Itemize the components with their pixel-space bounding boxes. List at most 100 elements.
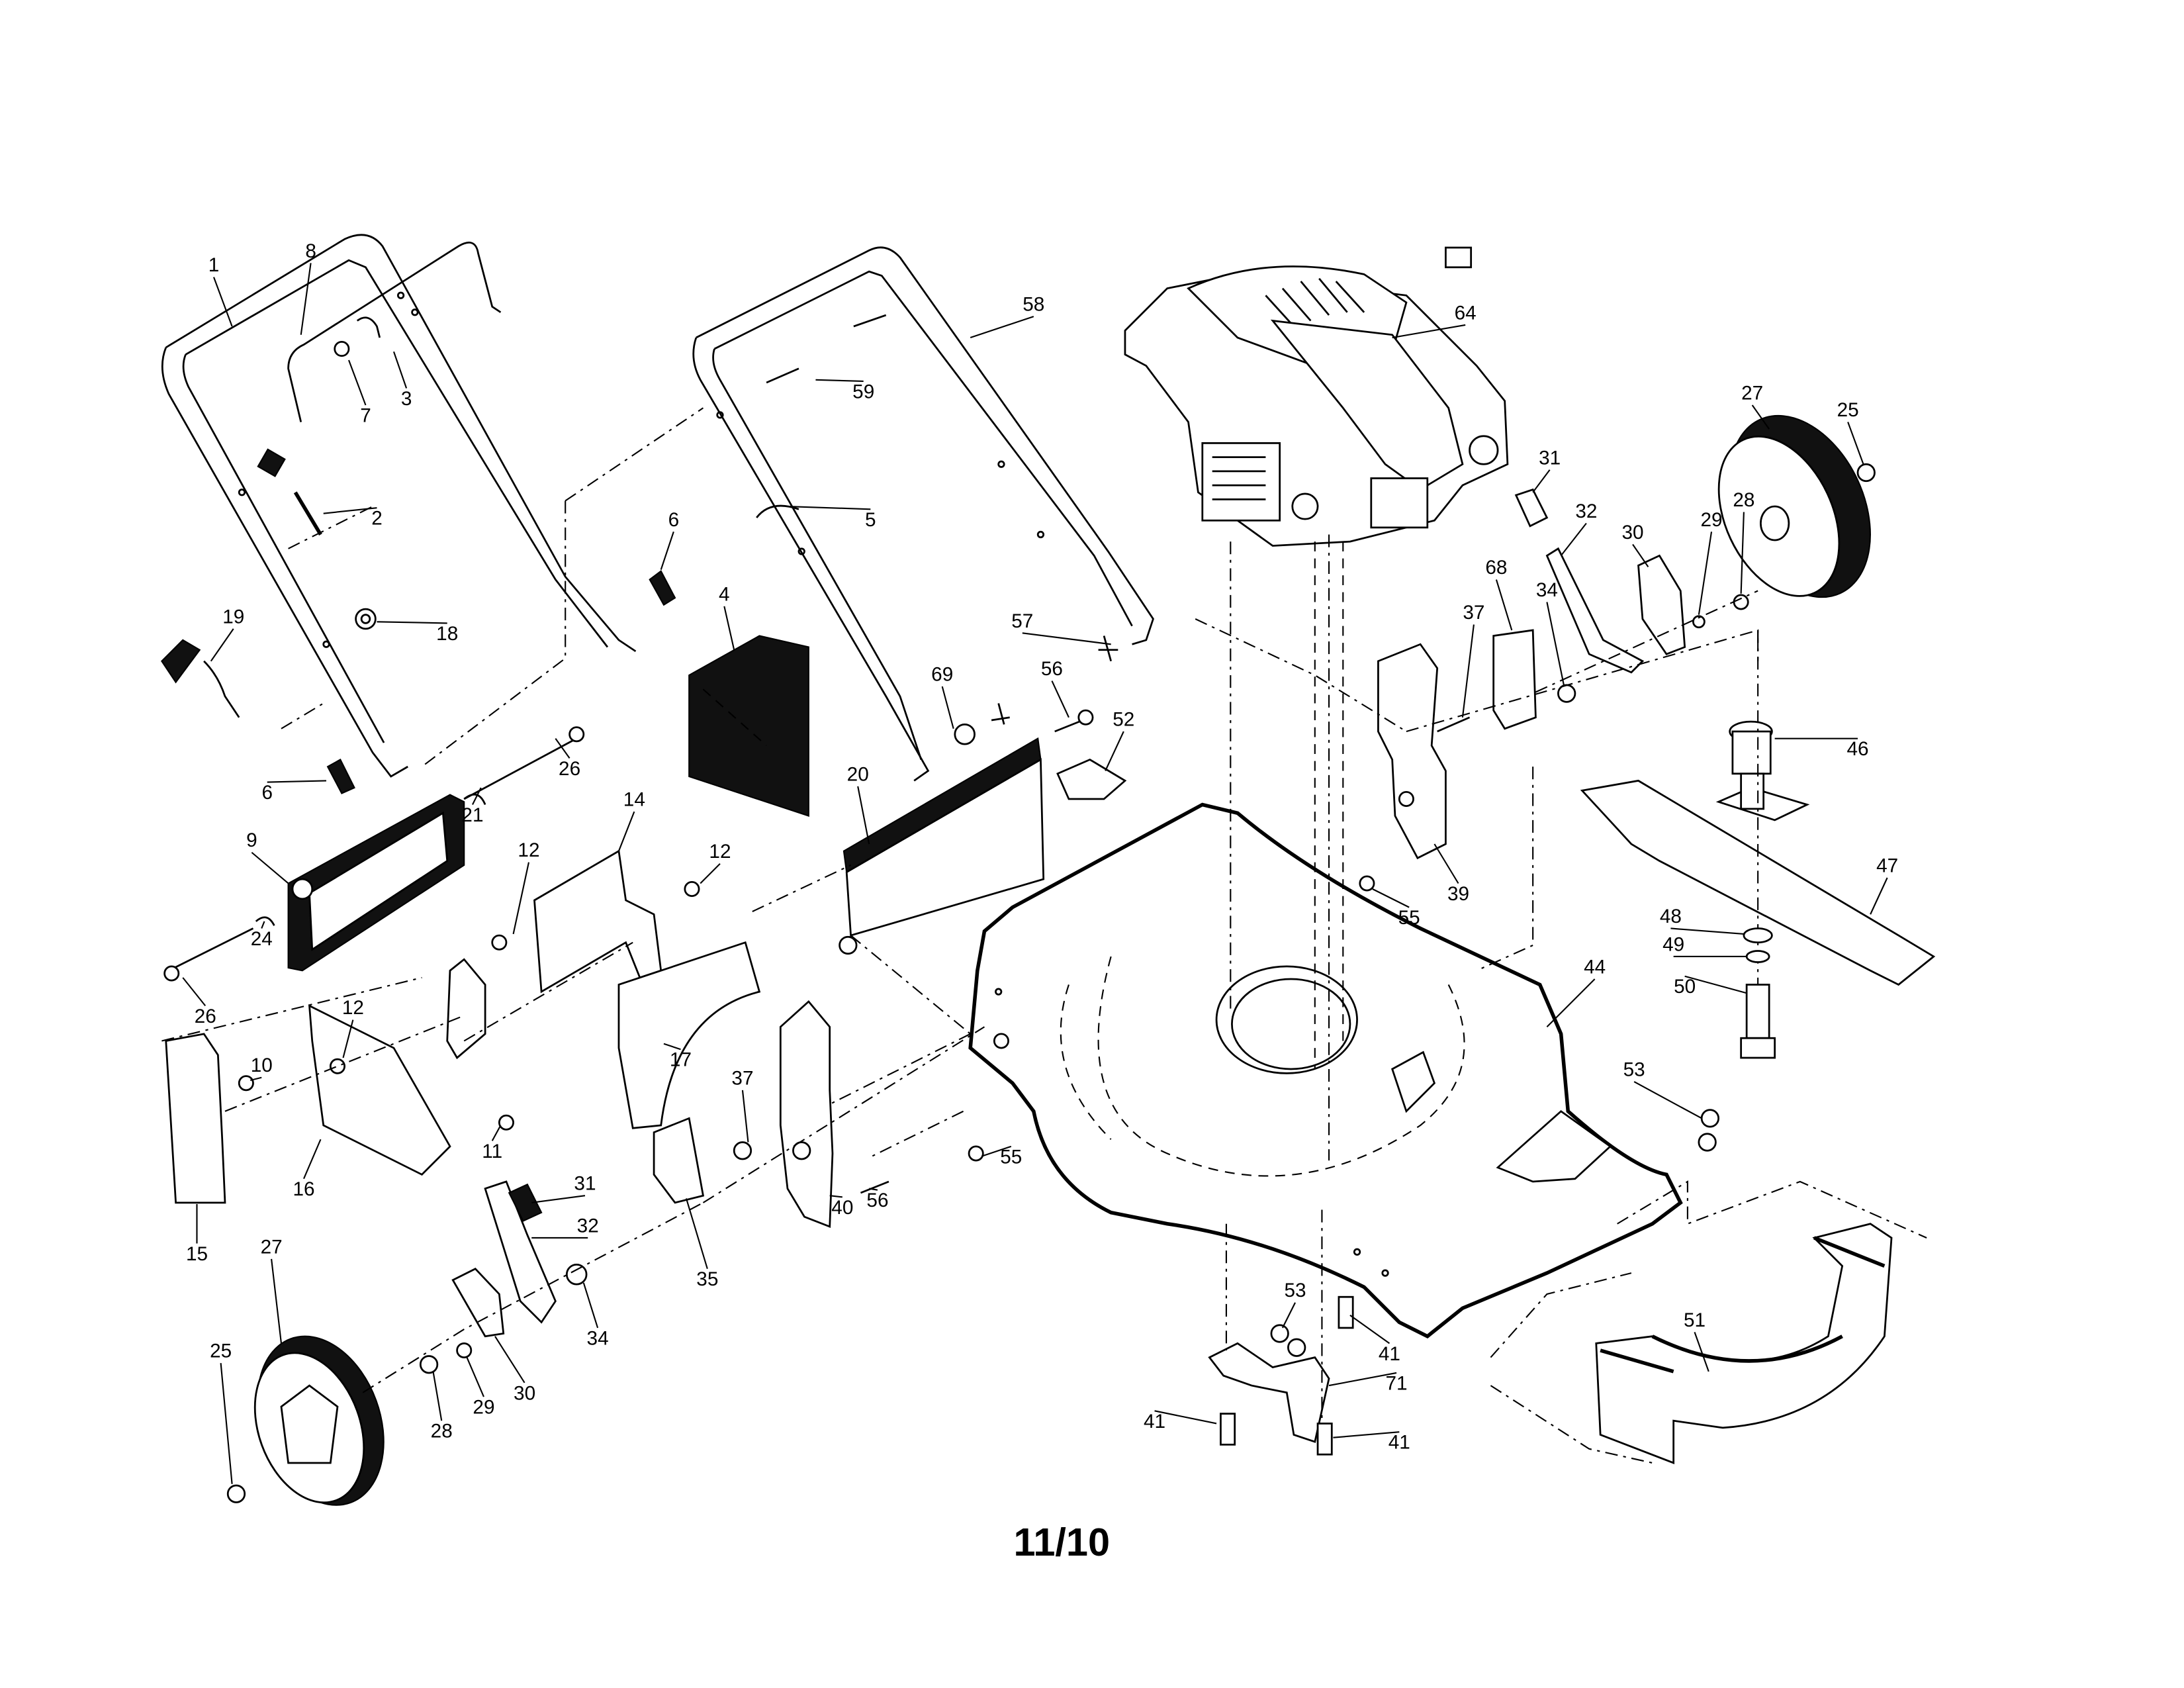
callout-24: 24 [251,921,273,950]
adjuster-knob [1514,488,1549,528]
callout-25: 25 [1837,399,1864,465]
callout-49: 49 [1662,933,1747,958]
callout-number: 32 [577,1215,599,1237]
callout-12: 12 [342,997,364,1058]
leader-line [1372,888,1410,908]
leader-line [491,1125,502,1141]
hairpin-clip [1098,635,1118,662]
leader-line [1495,579,1513,631]
leader-line [182,977,206,1007]
callout-number: 26 [195,1006,216,1027]
leader-line [220,1362,233,1484]
leader-line [1633,1081,1702,1119]
leader-line [494,1336,525,1383]
leader-line [531,1195,586,1203]
leader-line [723,606,735,650]
callout-34: 34 [1536,579,1565,686]
nut [355,608,377,630]
nut [1359,875,1375,892]
callout-number: 31 [1539,447,1561,469]
callout-16: 16 [293,1139,322,1200]
control-bail [287,242,502,422]
callout-40: 40 [829,1195,853,1219]
axle-bracket [779,1000,834,1228]
callout-number: 53 [1623,1059,1645,1081]
shoulder-bolt [419,1355,439,1374]
callout-9: 9 [246,829,289,884]
callout-17: 17 [663,1043,692,1071]
callout-37: 37 [1461,602,1484,718]
leader-line [1392,324,1466,339]
cable-clip [257,448,286,477]
callout-number: 25 [1837,399,1859,421]
callout-6: 6 [261,780,327,804]
callout-number: 35 [696,1268,718,1290]
callout-48: 48 [1660,906,1744,935]
date-code: 11/10 [1014,1520,1111,1564]
bolt-head [1698,1133,1717,1152]
callout-number: 2 [371,508,383,530]
leader-line [432,1371,443,1421]
spring-washer [1692,615,1706,629]
screw [498,1114,514,1131]
callout-number: 9 [246,829,257,851]
blade-adapter [1715,720,1810,821]
callout-number: 64 [1455,302,1477,324]
callout-15: 15 [186,1203,208,1265]
bolt [334,341,350,357]
leader-line [787,505,871,510]
hairpin-clip [991,703,1010,725]
callout-2: 2 [323,507,383,530]
leader-line [1632,543,1649,567]
leader-line [1740,512,1745,594]
mower-deck [968,802,1683,1338]
adjuster-knob [508,1183,543,1222]
callout-number: 7 [360,405,371,427]
callout-44: 44 [1546,956,1606,1027]
callout-number: 48 [1660,906,1682,927]
callout-41: 41 [1349,1314,1400,1365]
callout-number: 25 [210,1340,232,1362]
leader-line [970,316,1034,339]
callout-number: 71 [1386,1372,1408,1394]
callout-number: 40 [831,1197,853,1219]
leader-line [1433,843,1459,884]
callout-number: 15 [186,1243,208,1265]
callout-number: 12 [518,839,539,861]
leader-line [1532,469,1551,493]
callout-12: 12 [512,839,540,935]
leader-line [271,1258,283,1344]
callout-number: 5 [865,509,876,531]
callout-68: 68 [1485,557,1513,631]
leader-line [1281,1302,1297,1329]
callout-12: 12 [700,841,731,884]
engine [1124,246,1509,547]
screw [238,1075,254,1092]
leader-line [1751,404,1770,430]
blade-washer [1743,927,1773,944]
callout-18: 18 [377,621,458,645]
adjuster-plate [1492,629,1537,730]
callout-3: 3 [392,351,412,410]
hinge-rod [168,737,577,972]
lock-washer [1745,950,1770,963]
callout-11: 11 [482,1125,502,1162]
callout-number: 3 [401,388,412,410]
callout-25: 25 [210,1340,233,1484]
wheel-nut [226,1484,246,1503]
callout-5: 5 [787,505,876,531]
callout-number: 41 [1379,1343,1400,1365]
callout-number: 56 [1041,658,1063,680]
nut [968,1145,984,1162]
leader-line [1051,680,1069,718]
callout-30: 30 [494,1336,535,1404]
callout-number: 34 [1536,579,1558,601]
callout-30: 30 [1621,522,1649,567]
callout-28: 28 [431,1371,453,1442]
leader-line [1546,602,1565,686]
control-cable [293,491,322,536]
bolt [733,1141,752,1160]
callout-number: 56 [866,1190,888,1211]
